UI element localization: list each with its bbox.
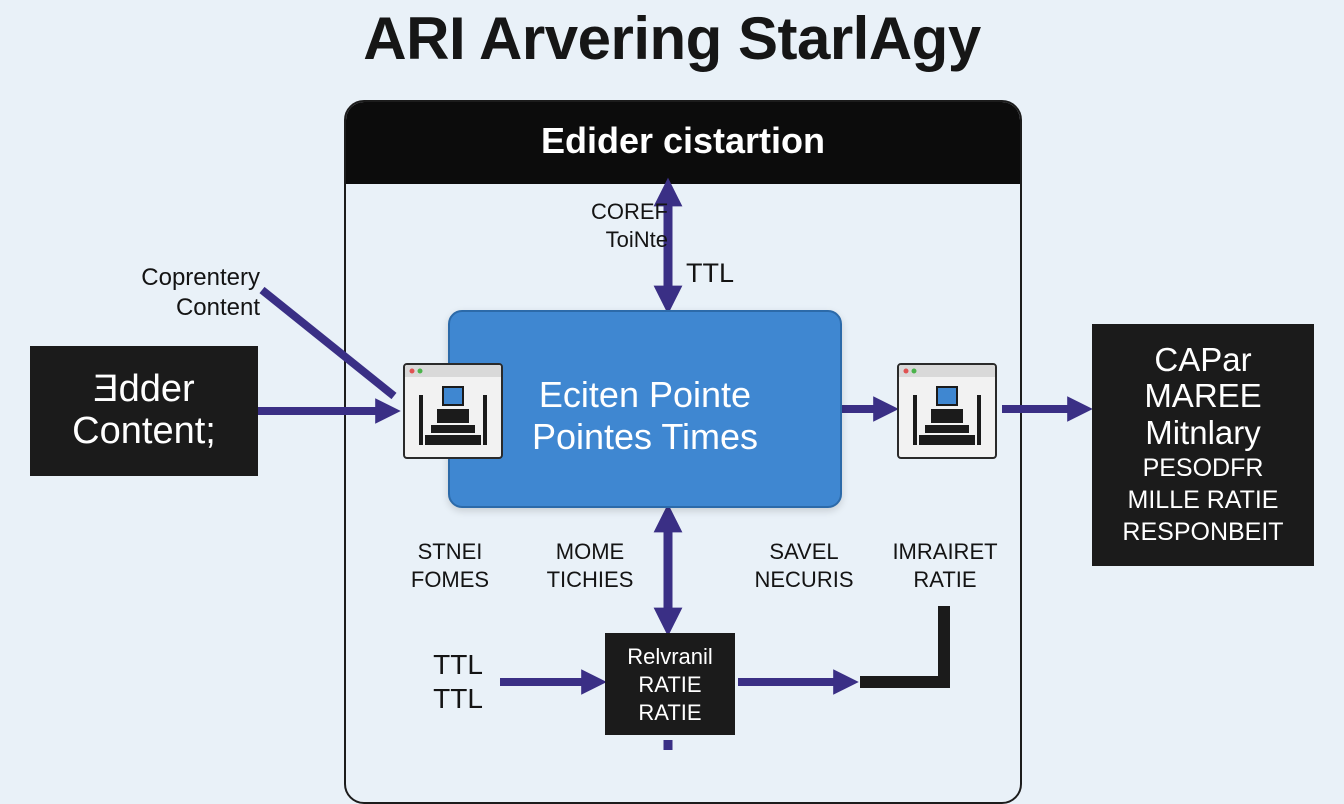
frame-header-label: Edider cistartion (540, 120, 826, 161)
server-window-icon (403, 363, 503, 459)
left-label: Coprentery Content (80, 263, 260, 323)
right-box-line: Mitnlary (1145, 414, 1261, 451)
left-box-line: Ǝdder (93, 368, 195, 410)
core-box: Eciten Pointe Pointes Times (448, 310, 842, 508)
right-box-line: PESODFR (1142, 454, 1264, 482)
main-frame: Edider cistartion (344, 100, 1022, 804)
left-content-box: Ǝdder Content; (30, 346, 258, 476)
left-label-line: Coprentery (141, 264, 260, 291)
small-box-line: Relvranil (627, 644, 713, 669)
bottom-label-line: FOMES (410, 567, 490, 592)
server-window-icon (897, 363, 997, 459)
top-label-line: COREF (591, 199, 668, 224)
top-label: COREF ToiNte (548, 198, 668, 254)
diagram-title: ARI Arvering StarlAgy (363, 5, 981, 72)
core-line: Pointes Times (531, 416, 759, 457)
right-box-line: CAPar (1154, 341, 1252, 378)
frame-header-bar (346, 102, 1020, 184)
ttl-bottom-label: TTL TTL (418, 648, 498, 716)
small-process-box: Relvranil RATIE RATIE (605, 633, 735, 735)
left-box-line: Content; (72, 410, 216, 452)
ttl-bottom-line: TTL (433, 649, 483, 680)
bottom-label-line: MOME (555, 539, 625, 564)
right-output-box: CAPar MAREE Mitnlary PESODFR MILLE RATIE… (1092, 324, 1314, 566)
small-box-line: RATIE (638, 672, 702, 697)
bottom-label: STNEI FOMES (390, 538, 510, 594)
right-box-line: MAREE (1144, 377, 1262, 414)
ttl-top-label: TTL (686, 258, 735, 288)
bottom-label-line: STNEI (417, 539, 483, 564)
bottom-label-line: NECURIS (754, 567, 854, 592)
ttl-bottom-line: TTL (433, 683, 483, 714)
left-label-line: Content (175, 294, 260, 321)
bottom-label: SAVEL NECURIS (744, 538, 864, 594)
connector-black (860, 606, 950, 688)
bottom-label-line: TICHIES (546, 567, 634, 592)
top-label-line: ToiNte (605, 227, 668, 252)
bottom-label-line: IMRAIRET (892, 539, 998, 564)
right-box-line: RESPONBEIT (1122, 518, 1284, 546)
core-line: Eciten Pointe (538, 374, 752, 415)
bottom-label-line: SAVEL (769, 539, 839, 564)
bottom-label: IMRAIRET RATIE (880, 538, 1010, 594)
right-box-line: MILLE RATIE (1127, 486, 1279, 514)
bottom-label-line: RATIE (913, 567, 977, 592)
arrow-layer (258, 177, 1093, 750)
bottom-label: MOME TICHIES (530, 538, 650, 594)
small-box-line: RATIE (638, 700, 702, 725)
arrow-diagonal (259, 286, 397, 400)
